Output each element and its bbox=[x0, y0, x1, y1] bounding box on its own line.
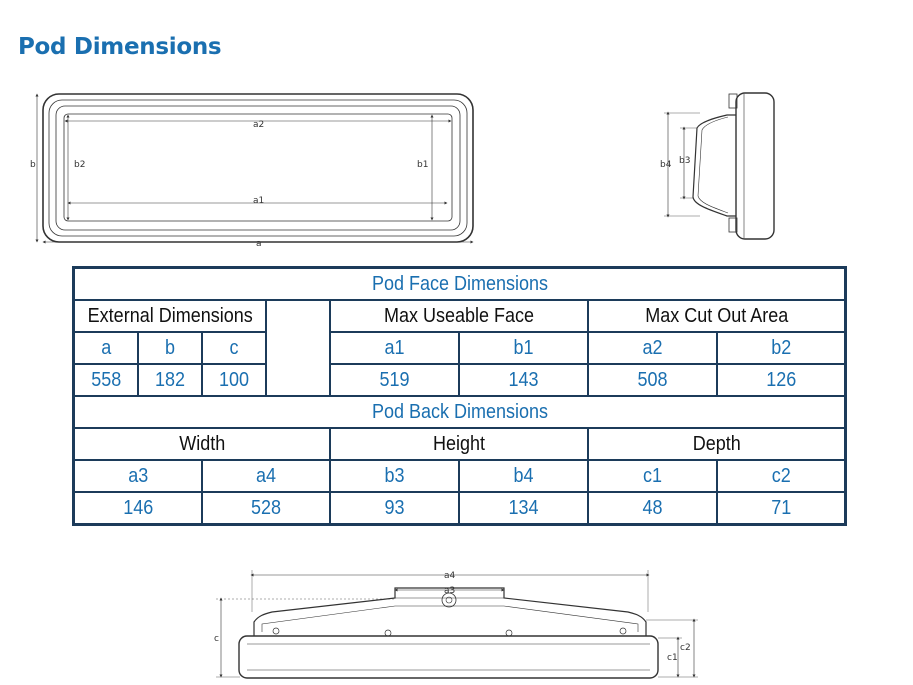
label-b4: b4 bbox=[660, 160, 672, 170]
dimensions-table: Pod Face Dimensions External Dimensions … bbox=[72, 266, 848, 526]
value-b2: 126 bbox=[722, 363, 840, 397]
external-dimensions-header: External Dimensions bbox=[82, 299, 257, 333]
value-c2: 71 bbox=[722, 491, 840, 526]
col-a4: a4 bbox=[206, 459, 324, 493]
col-a2: a2 bbox=[593, 331, 711, 365]
label-a3: a3 bbox=[444, 586, 455, 596]
depth-header: Depth bbox=[599, 427, 834, 461]
blank-cell bbox=[267, 299, 328, 397]
back-view-drawing bbox=[216, 570, 698, 679]
label-b1: b1 bbox=[417, 160, 428, 170]
label-c1: c1 bbox=[667, 653, 678, 663]
col-b2: b2 bbox=[722, 331, 840, 365]
pod-back-title: Pod Back Dimensions bbox=[111, 395, 808, 429]
label-c2: c2 bbox=[680, 643, 691, 653]
label-b: b bbox=[30, 160, 36, 170]
label-a: a bbox=[256, 239, 262, 249]
col-b4: b4 bbox=[464, 459, 582, 493]
col-c: c bbox=[203, 331, 264, 365]
side-view-drawing bbox=[664, 92, 775, 240]
width-header: Width bbox=[85, 427, 318, 461]
value-b: 182 bbox=[139, 363, 200, 397]
value-b1: 143 bbox=[464, 363, 582, 397]
label-c: c bbox=[214, 634, 219, 644]
value-b3: 93 bbox=[335, 491, 453, 526]
value-a1: 519 bbox=[335, 363, 453, 397]
col-c2: c2 bbox=[722, 459, 840, 493]
height-header: Height bbox=[341, 427, 576, 461]
col-a3: a3 bbox=[79, 459, 197, 493]
col-b3: b3 bbox=[335, 459, 453, 493]
value-c1: 48 bbox=[593, 491, 711, 526]
label-a1: a1 bbox=[253, 196, 264, 206]
value-a: 558 bbox=[75, 363, 136, 397]
label-b2: b2 bbox=[74, 160, 85, 170]
page-title: Pod Dimensions bbox=[18, 34, 222, 60]
max-cut-out-area-header: Max Cut Out Area bbox=[599, 299, 834, 333]
col-c1: c1 bbox=[593, 459, 711, 493]
value-a2: 508 bbox=[593, 363, 711, 397]
col-b1: b1 bbox=[464, 331, 582, 365]
col-b: b bbox=[139, 331, 200, 365]
label-a2: a2 bbox=[253, 120, 264, 130]
max-useable-face-header: Max Useable Face bbox=[341, 299, 576, 333]
value-a4: 528 bbox=[206, 491, 324, 526]
value-c: 100 bbox=[203, 363, 264, 397]
pod-face-title: Pod Face Dimensions bbox=[111, 266, 808, 301]
front-view-drawing bbox=[35, 93, 474, 244]
value-b4: 134 bbox=[464, 491, 582, 526]
value-a3: 146 bbox=[79, 491, 197, 526]
label-b3: b3 bbox=[679, 156, 690, 166]
label-a4: a4 bbox=[444, 571, 456, 581]
col-a: a bbox=[75, 331, 136, 365]
col-a1: a1 bbox=[335, 331, 453, 365]
